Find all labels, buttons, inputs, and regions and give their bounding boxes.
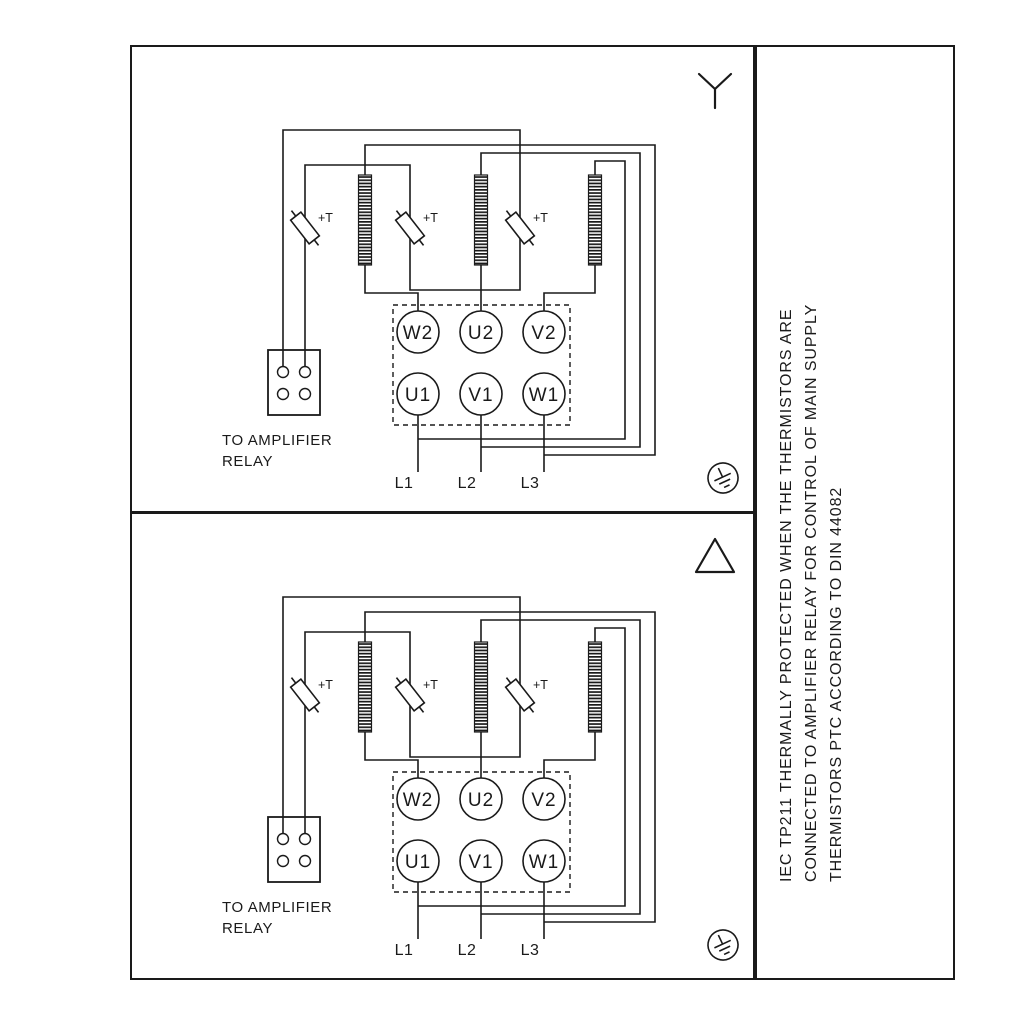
- amplifier-note-line2: RELAY: [222, 920, 273, 937]
- wire-winding2-top: [480, 152, 641, 448]
- relay-box: [267, 816, 321, 883]
- wire-winding3-bottom: [543, 265, 596, 311]
- terminal-label: U1: [405, 852, 431, 873]
- side-note-box: [755, 45, 955, 980]
- relay-terminal: [298, 832, 312, 846]
- relay-terminal: [298, 365, 312, 379]
- panel-frame: [130, 512, 755, 980]
- wire-winding3-bottom: [543, 732, 596, 778]
- thermistor-icon-3: [504, 677, 536, 713]
- thermistor-icon-1: [289, 210, 321, 246]
- winding-coil-2: [473, 174, 489, 266]
- relay-terminal: [298, 854, 312, 868]
- terminal-u2: U2: [459, 310, 503, 354]
- wire-winding1-bottom: [364, 265, 419, 311]
- terminal-board: [392, 771, 571, 893]
- thermistor-label: +T: [423, 678, 438, 692]
- wire-thermistor-loop: [282, 129, 521, 367]
- side-note-line: THERMISTORS PTC ACCORDING TO DIN 44082: [828, 486, 845, 882]
- wire-winding1-top: [364, 144, 656, 456]
- ground-icon: [707, 462, 739, 494]
- winding-coil-2: [473, 641, 489, 733]
- terminal-label: U1: [405, 385, 431, 406]
- ground-icon: [707, 929, 739, 961]
- thermistor-icon-2: [394, 677, 426, 713]
- supply-label-l1: L1: [395, 475, 414, 492]
- terminal-w2: W2: [396, 310, 440, 354]
- winding-coil-1: [357, 641, 373, 733]
- amplifier-note-line1: TO AMPLIFIER: [222, 432, 332, 449]
- delta-icon: [694, 537, 736, 574]
- terminal-label: W1: [529, 852, 560, 873]
- terminal-label: V1: [468, 385, 493, 406]
- thermistor-label: +T: [533, 211, 548, 225]
- wire-winding1-top: [364, 611, 656, 923]
- side-note-line: CONNECTED TO AMPLIFIER RELAY FOR CONTROL…: [803, 303, 820, 882]
- side-note: IEC TP211 THERMALLY PROTECTED WHEN THE T…: [774, 45, 849, 980]
- wire-winding3-top: [418, 160, 626, 440]
- thermistor-label: +T: [533, 678, 548, 692]
- relay-terminal: [276, 365, 290, 379]
- terminal-board: [392, 304, 571, 426]
- amplifier-note-line2: RELAY: [222, 453, 273, 470]
- winding-coil-1: [357, 174, 373, 266]
- terminal-v2: V2: [522, 777, 566, 821]
- terminal-v1: V1: [459, 839, 503, 883]
- terminal-label: V1: [468, 852, 493, 873]
- supply-label-l2: L2: [458, 475, 477, 492]
- amplifier-note-line1: TO AMPLIFIER: [222, 899, 332, 916]
- terminal-label: W1: [529, 385, 560, 406]
- supply-label-l3: L3: [521, 942, 540, 959]
- terminal-label: W2: [403, 790, 434, 811]
- supply-label-l2: L2: [458, 942, 477, 959]
- panel-star: +T +T +T W2 U2 V2 U1 V1: [130, 45, 755, 513]
- terminal-w2: W2: [396, 777, 440, 821]
- terminal-v1: V1: [459, 372, 503, 416]
- wire-winding3-top: [418, 627, 626, 907]
- thermistor-icon-1: [289, 677, 321, 713]
- winding-coil-3: [587, 641, 603, 733]
- terminal-label: U2: [468, 790, 494, 811]
- wire-supply-stubs: [417, 415, 545, 472]
- relay-terminal: [276, 854, 290, 868]
- winding-coil-3: [587, 174, 603, 266]
- wire-winding2-top: [480, 619, 641, 915]
- thermistor-label: +T: [423, 211, 438, 225]
- relay-terminal: [276, 387, 290, 401]
- terminal-label: V2: [531, 323, 556, 344]
- relay-box: [267, 349, 321, 416]
- terminal-u2: U2: [459, 777, 503, 821]
- terminal-label: V2: [531, 790, 556, 811]
- thermistor-icon-2: [394, 210, 426, 246]
- terminal-w1: W1: [522, 839, 566, 883]
- terminal-label: W2: [403, 323, 434, 344]
- supply-label-l3: L3: [521, 475, 540, 492]
- panel-delta: +T +T +T W2 U2 V2 U1 V1: [130, 512, 755, 980]
- terminal-u1: U1: [396, 372, 440, 416]
- thermistor-label: +T: [318, 678, 333, 692]
- supply-label-l1: L1: [395, 942, 414, 959]
- thermistor-label: +T: [318, 211, 333, 225]
- star-icon: [697, 72, 733, 110]
- terminal-w1: W1: [522, 372, 566, 416]
- wire-thermistor-loop: [282, 596, 521, 834]
- relay-terminal: [298, 387, 312, 401]
- terminal-u1: U1: [396, 839, 440, 883]
- side-note-line: IEC TP211 THERMALLY PROTECTED WHEN THE T…: [778, 308, 795, 882]
- terminal-label: U2: [468, 323, 494, 344]
- wire-winding1-bottom: [364, 732, 419, 778]
- terminal-v2: V2: [522, 310, 566, 354]
- thermistor-icon-3: [504, 210, 536, 246]
- relay-terminal: [276, 832, 290, 846]
- wire-supply-stubs: [417, 882, 545, 939]
